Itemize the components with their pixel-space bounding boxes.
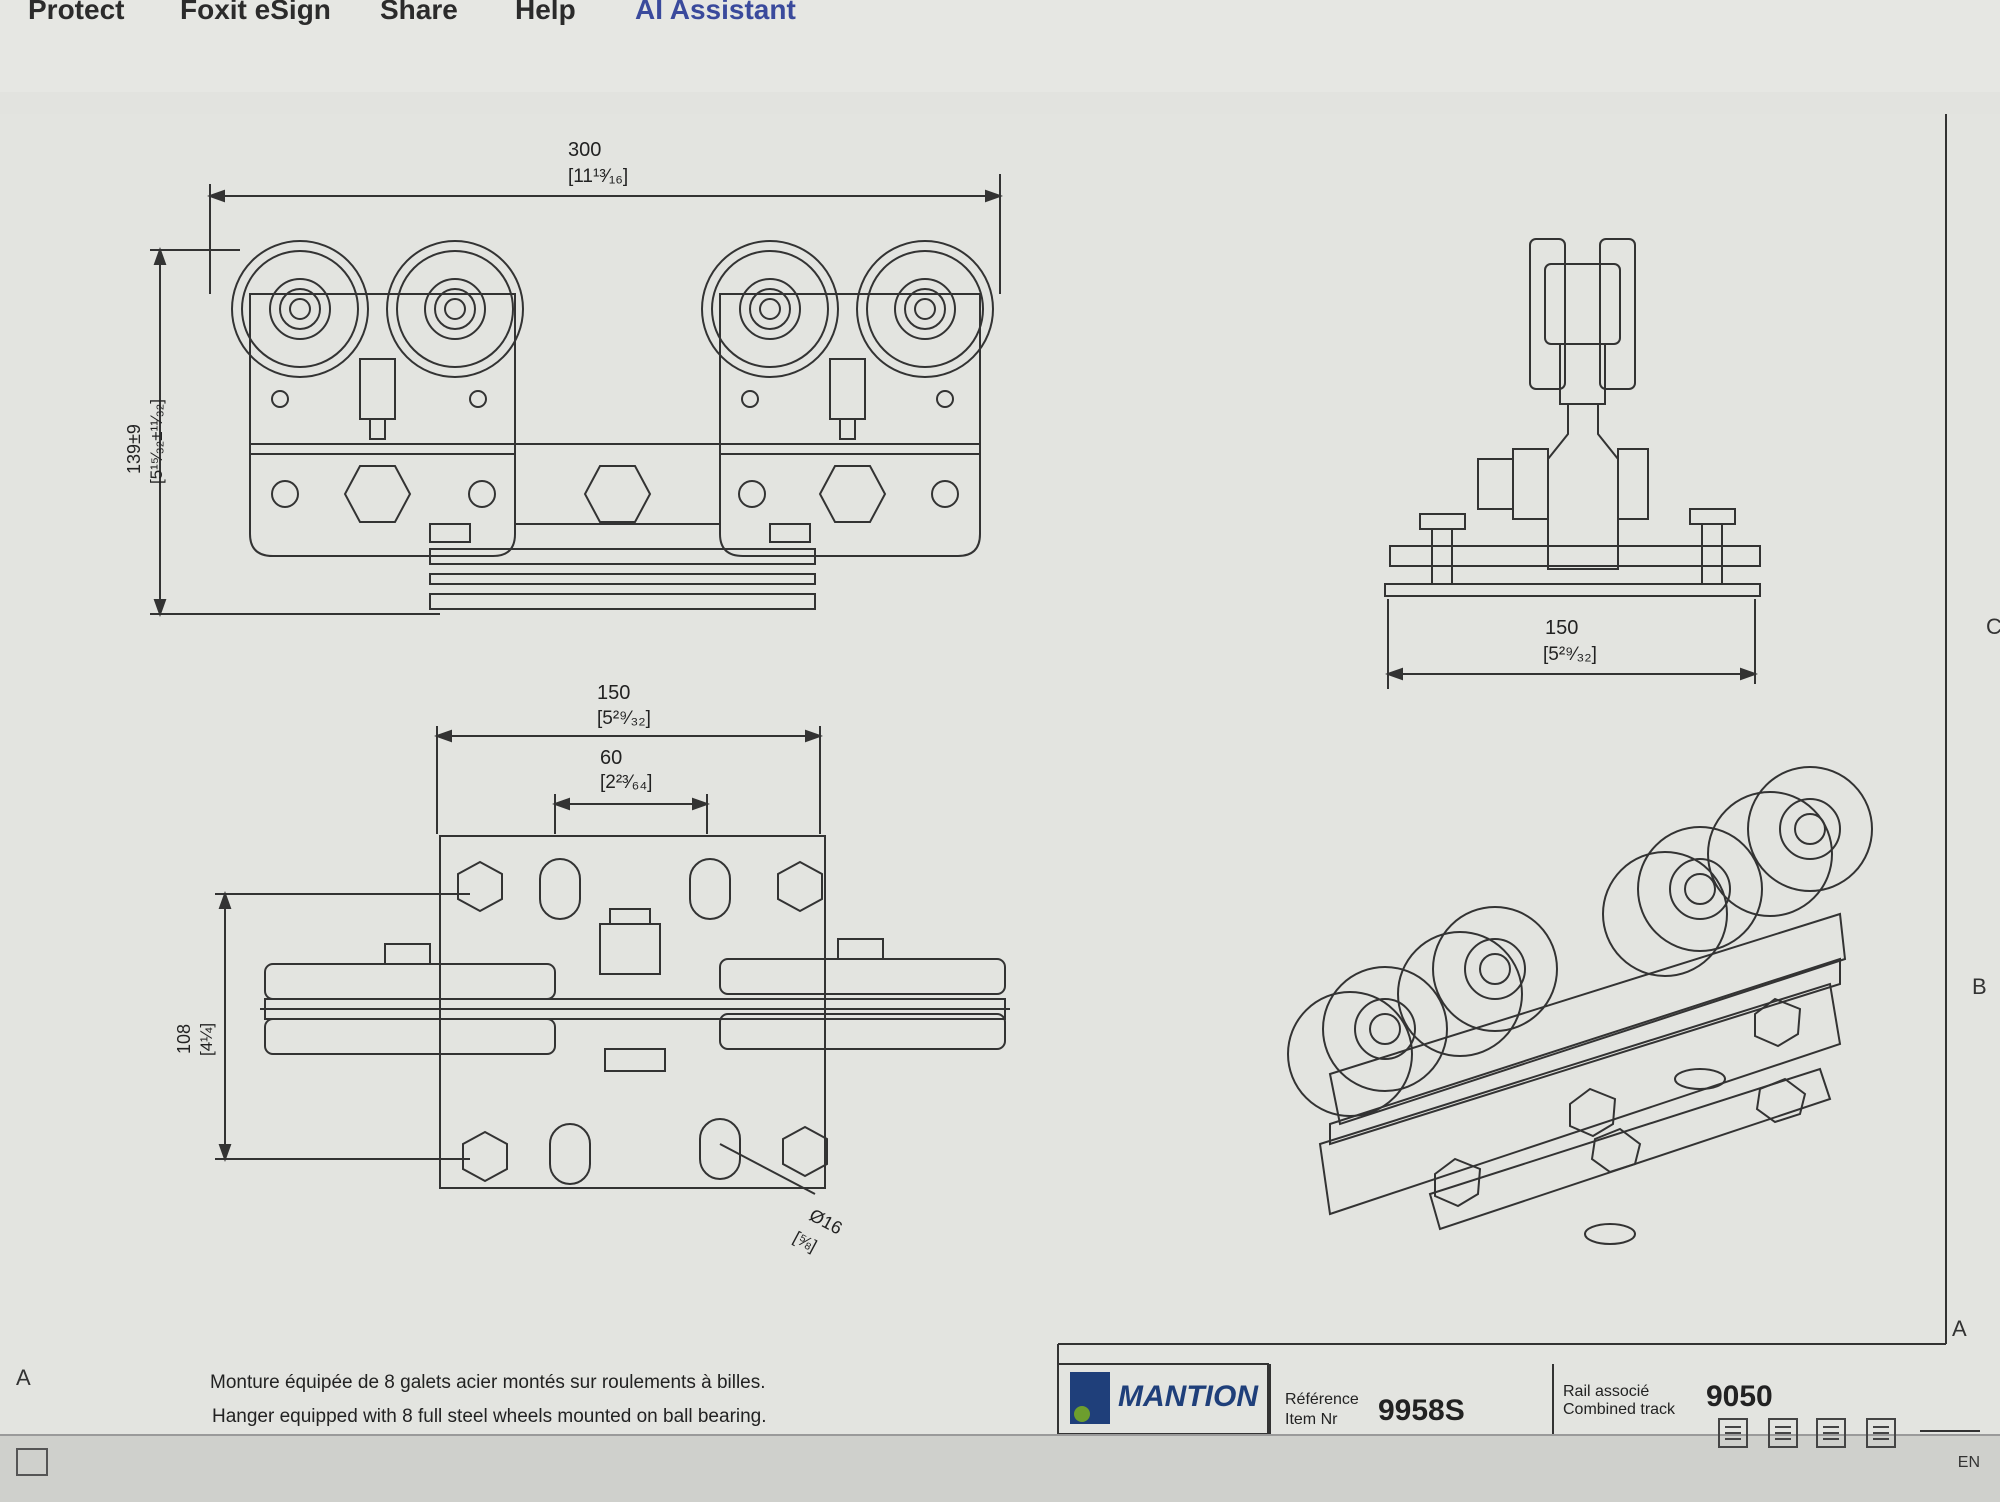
dim-plate-150-in: [5²⁹⁄₃₂] [597, 708, 651, 729]
rail-label-fr: Rail associé [1563, 1383, 1649, 1400]
dim-height-139-in: [5¹⁵⁄₃₂±¹¹⁄₃₂] [147, 399, 166, 484]
continuous-facing-view-icon[interactable] [1866, 1418, 1896, 1448]
brand-name: MANTION [1118, 1380, 1259, 1413]
dim-hole-dia-in: [⅝] [790, 1228, 820, 1256]
ref-value: 9958S [1378, 1394, 1465, 1427]
rail-label-en: Combined track [1563, 1401, 1676, 1418]
menu-protect[interactable]: Protect [28, 0, 125, 25]
continuous-view-icon[interactable] [1768, 1418, 1798, 1448]
dim-depth-108: 108 [174, 1024, 194, 1054]
technical-drawing: 300 [11¹³⁄₁₆] 139±9 [5¹⁵⁄₃₂±¹¹⁄₃₂] [16, 114, 2000, 1434]
margin-letter-a-right: A [1952, 1316, 1967, 1341]
caption-french: Monture équipée de 8 galets acier montés… [210, 1372, 766, 1393]
navigation-panel-icon[interactable] [16, 1448, 48, 1476]
status-bar: EN [0, 1434, 2000, 1502]
dim-width-300: 300 [568, 139, 601, 161]
top-view: 150 [5²⁹⁄₃₂] 60 [2²³⁄₆₄] 108 [4¼] [174, 682, 1010, 1256]
menu-help[interactable]: Help [515, 0, 576, 25]
margin-letter-b: B [1972, 974, 1987, 999]
single-page-view-icon[interactable] [1718, 1418, 1748, 1448]
menu-foxit-esign[interactable]: Foxit eSign [180, 0, 331, 25]
menu-share[interactable]: Share [380, 0, 458, 25]
dim-side-150-in: [5²⁹⁄₃₂] [1543, 644, 1597, 665]
document-page: 300 [11¹³⁄₁₆] 139±9 [5¹⁵⁄₃₂±¹¹⁄₃₂] [0, 114, 2000, 1434]
dim-width-300-in: [11¹³⁄₁₆] [568, 166, 628, 187]
zoom-slider[interactable] [1920, 1430, 1980, 1432]
ref-label-fr: Référence [1285, 1391, 1359, 1408]
side-view: 150 [5²⁹⁄₃₂] [1384, 238, 1761, 689]
menu-ai-assistant[interactable]: AI Assistant [635, 0, 796, 25]
isometric-view [1287, 766, 1873, 1245]
dim-depth-108-in: [4¼] [197, 1023, 216, 1056]
title-block: MANTION Référence Item Nr 9958S Rail ass… [1057, 1363, 1773, 1434]
margin-letter-a-left: A [16, 1365, 31, 1390]
menu-bar: Protect Foxit eSign Share Help AI Assist… [0, 0, 2000, 100]
ref-label-en: Item Nr [1285, 1411, 1338, 1428]
horizontal-ruler [0, 92, 2000, 116]
front-view: 300 [11¹³⁄₁₆] 139±9 [5¹⁵⁄₃₂±¹¹⁄₃₂] [124, 139, 1003, 617]
dim-slot-60-in: [2²³⁄₆₄] [600, 772, 652, 793]
dim-hole-dia: Ø16 [806, 1205, 845, 1239]
margin-letter-c: C [1986, 614, 2000, 639]
dim-height-139: 139±9 [124, 424, 144, 474]
dim-slot-60: 60 [600, 747, 622, 769]
facing-view-icon[interactable] [1816, 1418, 1846, 1448]
dim-side-150: 150 [1545, 617, 1578, 639]
language-indicator: EN [1957, 1454, 1980, 1471]
dim-plate-150: 150 [597, 682, 630, 704]
rail-value: 9050 [1706, 1380, 1773, 1413]
caption-english: Hanger equipped with 8 full steel wheels… [212, 1406, 767, 1427]
